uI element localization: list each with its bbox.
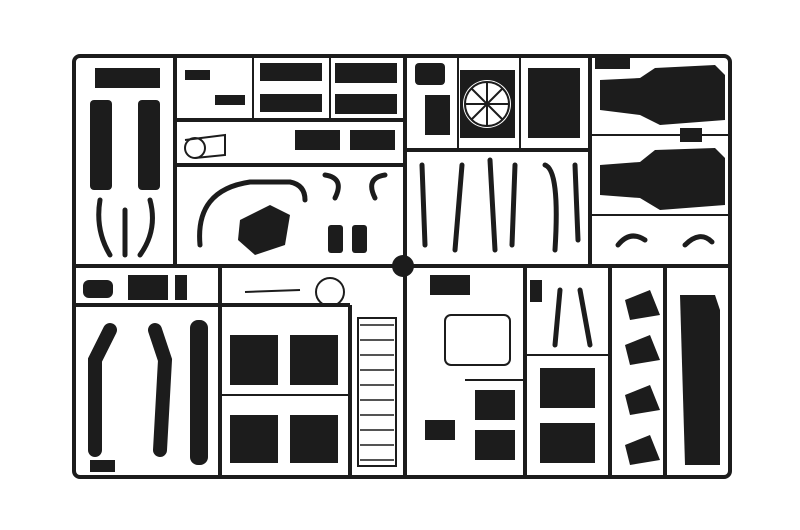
sprue-gate bbox=[392, 255, 414, 277]
parts-top-left bbox=[90, 68, 160, 258]
parts-center-frame bbox=[425, 275, 595, 463]
parts-top-middle bbox=[184, 63, 397, 255]
parts-radiator-fan bbox=[415, 63, 581, 253]
parts-right bbox=[625, 290, 720, 465]
parts-panels bbox=[230, 277, 397, 467]
sprue-runners-top bbox=[173, 56, 730, 266]
parts-exhaust-pipes bbox=[83, 275, 208, 472]
sprue-runners-bottom bbox=[74, 266, 667, 477]
parts-engine-blocks bbox=[595, 57, 725, 248]
